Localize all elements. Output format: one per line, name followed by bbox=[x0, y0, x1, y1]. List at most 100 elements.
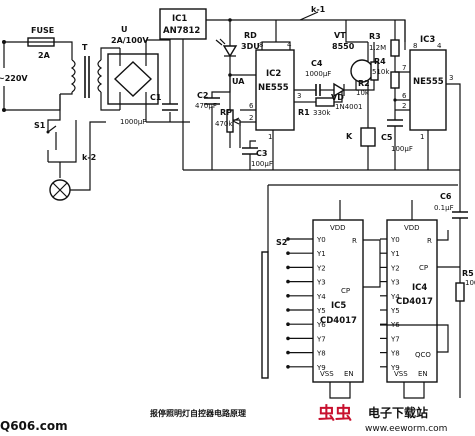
c5-label: C5 bbox=[381, 133, 393, 142]
relay-label: K bbox=[346, 132, 353, 141]
mains-label: ~220V bbox=[0, 74, 28, 83]
c4-label: C4 bbox=[311, 59, 323, 68]
ic3-pin-7: 7 bbox=[402, 64, 406, 72]
mains-input: ~220V bbox=[0, 40, 61, 112]
ic3-pin-8: 8 bbox=[413, 42, 417, 50]
ic2-pin-6: 6 bbox=[249, 102, 254, 110]
ic2-pin-8: 8 bbox=[259, 41, 263, 49]
ic4-pin-y9: Y9 bbox=[390, 364, 400, 372]
ic5-r: R bbox=[352, 237, 357, 245]
ic4-vss: VSS bbox=[394, 370, 408, 378]
ic5-vdd: VDD bbox=[330, 224, 346, 232]
counter-ic5: VDD R CP IC5 CD4017 VSS EN Y0Y1Y2Y3Y4Y5Y… bbox=[286, 200, 381, 399]
ic5-terminal-y1 bbox=[286, 251, 290, 255]
ic3-part: NE555 bbox=[413, 77, 444, 87]
c5-value: 100μF bbox=[391, 145, 413, 153]
ic5-cp: CP bbox=[341, 287, 350, 295]
ic5-terminal-y8 bbox=[286, 350, 290, 355]
rd-label: RD bbox=[244, 31, 257, 40]
r1-value: 330k bbox=[313, 109, 331, 117]
ic5-part: CD4017 bbox=[320, 316, 357, 326]
ic4-en: EN bbox=[418, 370, 428, 378]
fuse-rating: 2A bbox=[38, 51, 51, 60]
relay-coil-k: K bbox=[346, 96, 376, 170]
ic1-part: AN7812 bbox=[163, 26, 200, 36]
ic5-en: EN bbox=[344, 370, 354, 378]
fuse: FUSE 2A bbox=[27, 26, 73, 60]
c3-value: 100μF bbox=[251, 160, 273, 168]
ic4-pin-y5: Y5 bbox=[390, 307, 400, 315]
ic5-terminal-y4 bbox=[286, 294, 290, 298]
timer-ic2: IC2 NE555 8 4 3 6 2 1 bbox=[239, 20, 305, 170]
c3-label: C3 bbox=[256, 149, 267, 158]
ic5-terminal-y6 bbox=[286, 322, 290, 327]
ic5-vss: VSS bbox=[320, 370, 334, 378]
vt-label: VT bbox=[334, 31, 346, 40]
ic2-pin-1: 1 bbox=[268, 133, 272, 141]
ic3-pin-1: 1 bbox=[420, 133, 424, 141]
c2-label: C2 bbox=[197, 91, 208, 100]
ic5-pin-y7: Y7 bbox=[316, 335, 326, 343]
ic4-pin-y4: Y4 bbox=[390, 293, 400, 301]
r2-value: 10k bbox=[356, 89, 370, 97]
r2-label: R2 bbox=[358, 79, 370, 88]
diode-vd: VD 1N4001 bbox=[331, 82, 363, 111]
ic2-part: NE555 bbox=[258, 83, 289, 93]
ic5-terminal-y0 bbox=[286, 237, 290, 241]
ic3-label: IC3 bbox=[420, 35, 435, 45]
capacitor-c5: C5 100μF bbox=[381, 119, 413, 170]
rp-value: 470k bbox=[215, 120, 233, 128]
ic5-terminal-y7 bbox=[286, 336, 290, 341]
r3-value: 1.2M bbox=[369, 44, 386, 52]
r1-label: R1 bbox=[298, 108, 310, 117]
switch-s1-branch: S1 k-2 bbox=[34, 94, 96, 178]
capacitor-c4: C4 1000μF bbox=[294, 59, 334, 96]
switch-s2: S2 bbox=[261, 184, 458, 379]
resistor-r4: R4 510k bbox=[372, 57, 410, 120]
ic5-label: IC5 bbox=[331, 301, 346, 311]
bridge-rating: 2A/100V bbox=[111, 36, 149, 45]
ic2-pin-3: 3 bbox=[297, 92, 301, 100]
watermark-left: Q606.com bbox=[0, 419, 68, 433]
resistor-r1: R1 330k bbox=[298, 90, 343, 117]
ic4-pin-y1: Y1 bbox=[390, 250, 400, 258]
ua-label: UA bbox=[232, 77, 245, 86]
resistor-r3: R3 1.2M bbox=[369, 20, 400, 72]
ic4-cp: CP bbox=[419, 264, 428, 272]
transformer-t: T bbox=[60, 43, 120, 111]
fuse-label: FUSE bbox=[31, 26, 54, 35]
watermark-site-title: 电子下载站 bbox=[368, 405, 428, 420]
ic4-pin-y0: Y0 bbox=[390, 236, 400, 244]
vt-part: 8550 bbox=[332, 42, 355, 51]
r4-label: R4 bbox=[374, 57, 386, 66]
ic5-pin-y5: Y5 bbox=[316, 307, 326, 315]
ic4-pin-y7: Y7 bbox=[390, 335, 400, 343]
ic4-pin-y3: Y3 bbox=[390, 279, 400, 287]
ic4-qco: QCO bbox=[415, 351, 431, 359]
c2-value: 470μF bbox=[195, 102, 217, 110]
diagram-caption: 报停照明灯自控器电路原理 bbox=[150, 408, 246, 418]
capacitor-c6: C6 0.1μF bbox=[434, 192, 468, 283]
bridge-rectifier-u: U 2A/100V bbox=[107, 25, 159, 122]
ic5-pin-y0: Y0 bbox=[316, 236, 326, 244]
watermark-brand: 虫虫 bbox=[318, 403, 352, 424]
c6-label: C6 bbox=[440, 192, 452, 201]
ic4-part: CD4017 bbox=[396, 297, 433, 307]
ic5-terminal-y5 bbox=[286, 308, 290, 312]
ic4-pin-y8: Y8 bbox=[390, 350, 400, 358]
k2-label: k-2 bbox=[82, 153, 96, 162]
ic4-label: IC4 bbox=[412, 283, 427, 293]
ic4-r: R bbox=[427, 237, 432, 245]
r4-value: 510k bbox=[372, 68, 390, 76]
timer-ic3: IC3 NE555 8 4 3 7 6 2 1 bbox=[402, 20, 461, 205]
resistor-r2: R2 10k bbox=[356, 42, 379, 97]
ic2-label: IC2 bbox=[266, 69, 281, 79]
c1-label: C1 bbox=[150, 93, 162, 102]
s1-label: S1 bbox=[34, 121, 46, 130]
ic5-terminal-y2 bbox=[286, 265, 290, 270]
s2-label: S2 bbox=[276, 238, 287, 247]
photo-sensor-rd: RD 3DU UA bbox=[215, 20, 260, 86]
